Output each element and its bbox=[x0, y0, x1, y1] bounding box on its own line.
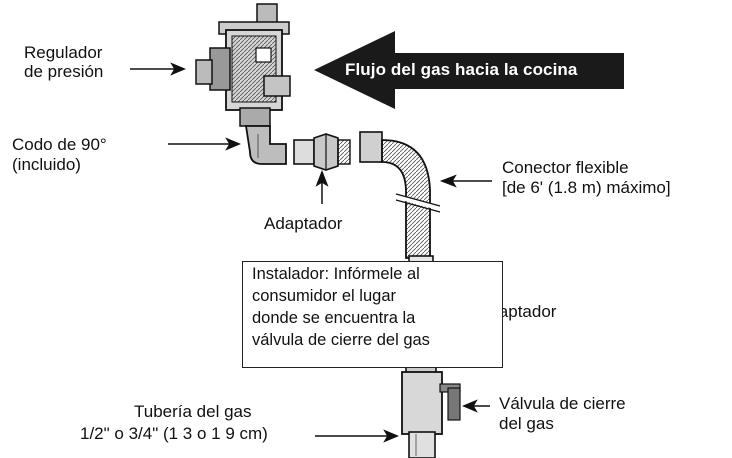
regulator-pointer bbox=[130, 62, 186, 76]
pipe-label-line2: 1/2" o 3/4" (1 3 o 1 9 cm) bbox=[80, 424, 268, 443]
pipe-pointer bbox=[315, 429, 399, 443]
installer-note-line: válvula de cierre del gas bbox=[252, 331, 430, 349]
adapter-top-icon bbox=[293, 133, 351, 171]
connector-label-line2: [de 6' (1.8 m) máximo] bbox=[502, 178, 671, 197]
connector-pointer bbox=[439, 174, 492, 188]
valve-pointer bbox=[462, 399, 490, 413]
adapter-top-pointer bbox=[315, 169, 329, 204]
gas-flow-label: Flujo del gas hacia la cocina bbox=[345, 60, 578, 79]
installer-note-line: donde se encuentra la bbox=[252, 309, 416, 327]
regulator-label-line1: Regulador bbox=[24, 43, 103, 62]
elbow-pointer bbox=[168, 137, 241, 151]
valve-label-line1: Válvula de cierre bbox=[499, 394, 626, 413]
elbow-fitting-icon bbox=[244, 125, 287, 165]
gas-flow-arrow bbox=[314, 31, 624, 109]
pressure-regulator-icon bbox=[195, 3, 291, 127]
installer-note-box bbox=[242, 261, 503, 368]
elbow-label-line1: Codo de 90° bbox=[12, 135, 107, 154]
pipe-label-line1: Tubería del gas bbox=[134, 402, 252, 421]
shutoff-valve-icon bbox=[401, 361, 461, 435]
connector-label-line1: Conector flexible bbox=[502, 158, 629, 177]
installer-note: Instalador: Infórmele al consumidor el l… bbox=[252, 263, 430, 351]
installer-note-line: Instalador: Infórmele al bbox=[252, 265, 420, 283]
regulator-label-line2: de presión bbox=[24, 62, 104, 81]
valve-label-line2: del gas bbox=[499, 414, 554, 433]
gas-pipe-icon bbox=[408, 431, 436, 458]
adapter-top-label: Adaptador bbox=[264, 214, 343, 233]
elbow-label-line2: (incluido) bbox=[12, 155, 81, 174]
installer-note-line: consumidor el lugar bbox=[252, 287, 396, 305]
